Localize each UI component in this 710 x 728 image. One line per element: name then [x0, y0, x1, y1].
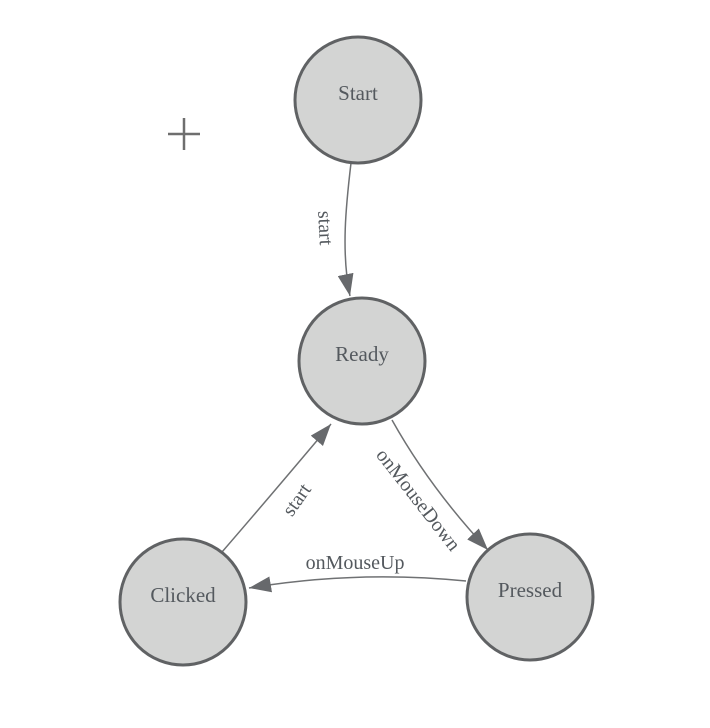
node-ready[interactable]: Ready	[297, 296, 427, 426]
edge-start-to-ready[interactable]	[337, 162, 354, 297]
plus-crosshair-cursor	[168, 118, 200, 150]
node-label: Ready	[335, 342, 389, 366]
node-circle	[297, 296, 427, 426]
edge-label-pressed-to-clicked: onMouseUp	[306, 552, 405, 574]
node-clicked[interactable]: Clicked	[118, 537, 248, 667]
node-label: Pressed	[498, 578, 563, 602]
node-label: Clicked	[150, 583, 216, 607]
node-circle	[118, 537, 248, 667]
node-pressed[interactable]: Pressed	[465, 532, 595, 662]
edge-pressed-to-clicked[interactable]	[248, 576, 467, 593]
node-circle	[293, 35, 423, 165]
edge-clicked-to-ready[interactable]	[221, 423, 332, 553]
edge-label-clicked-to-ready: start	[278, 479, 316, 520]
node-start[interactable]: Start	[293, 35, 423, 165]
edges-layer	[221, 162, 489, 593]
node-label: Start	[338, 81, 378, 105]
cursor-layer	[168, 118, 200, 150]
edge-label-start-to-ready: start	[313, 210, 337, 246]
node-circle	[465, 532, 595, 662]
edge-ready-to-pressed[interactable]	[391, 419, 489, 551]
